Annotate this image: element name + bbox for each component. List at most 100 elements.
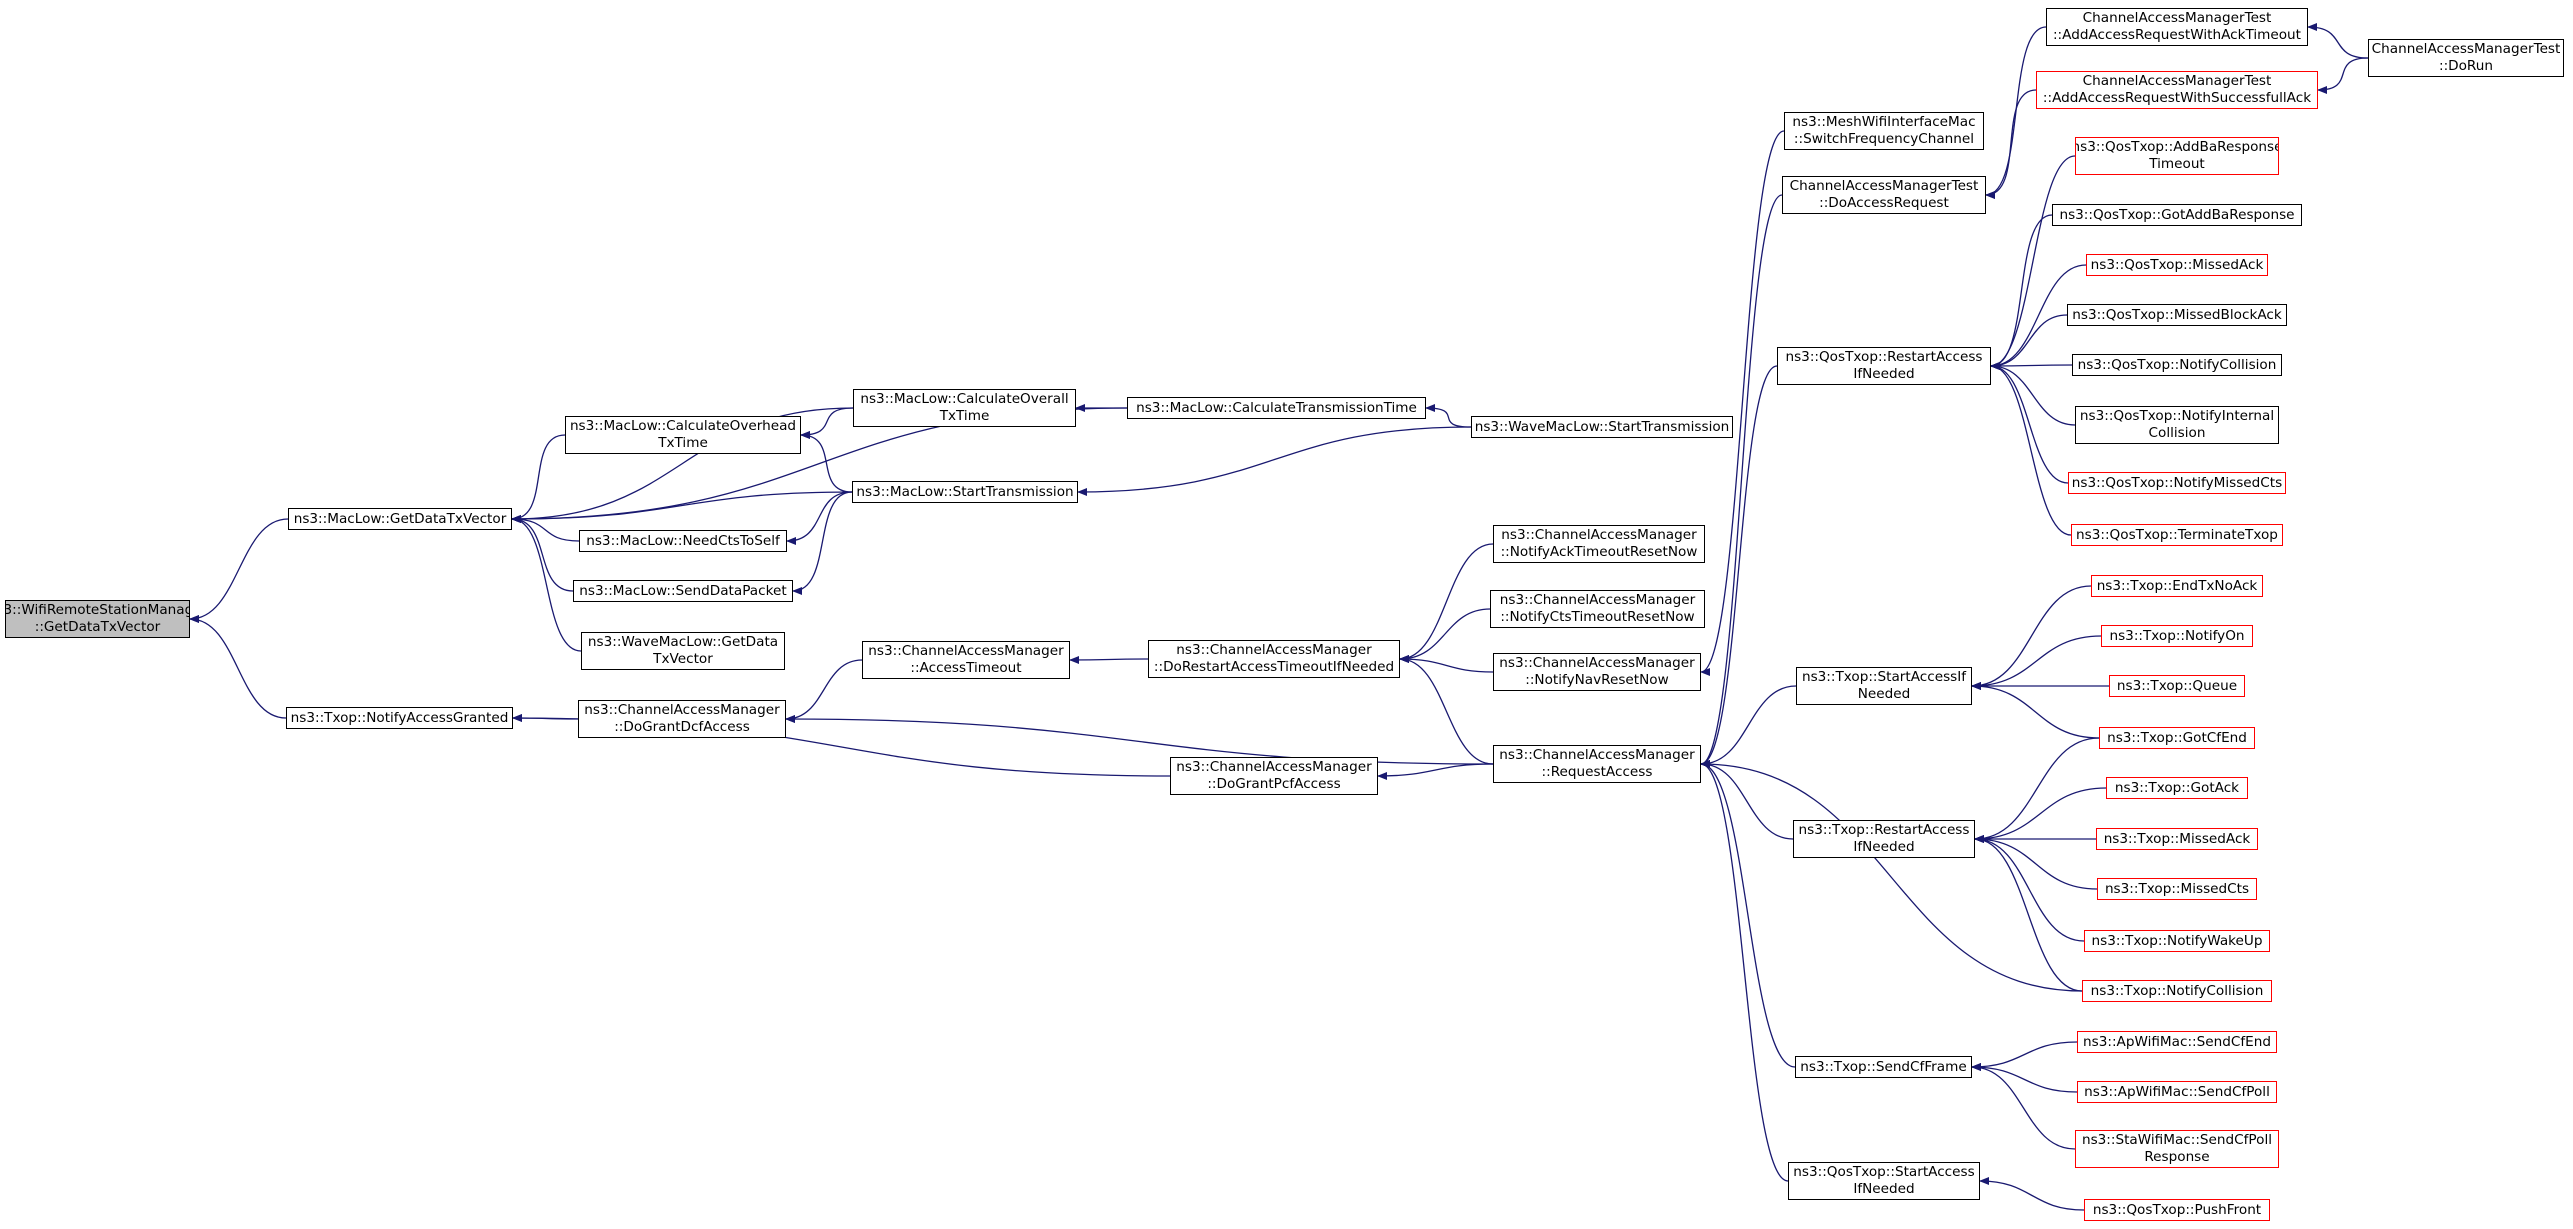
node-qostxop-gotaddbaresponse[interactable]: ns3::QosTxop::GotAddBaResponse xyxy=(2052,204,2302,226)
node-label-line2: IfNeeded xyxy=(1853,839,1915,855)
node-txop-notifyon[interactable]: ns3::Txop::NotifyOn xyxy=(2101,625,2253,647)
node-label-line2: Collision xyxy=(2148,425,2206,441)
node-label-line2: IfNeeded xyxy=(1853,366,1915,382)
node-label-line1: ns3::Txop::Queue xyxy=(2116,677,2238,694)
node-label-line1: ns3::WifiRemoteStationManager xyxy=(6,602,189,618)
node-txop-queue[interactable]: ns3::Txop::Queue xyxy=(2109,675,2245,697)
node-channelaccessmanager-notifynavresetnow[interactable]: ns3::ChannelAccessManager ::NotifyNavRes… xyxy=(1493,653,1701,691)
node-label-line1: ns3::QosTxop::StartAccess xyxy=(1793,1164,1975,1180)
node-apwifimac-sendcfend[interactable]: ns3::ApWifiMac::SendCfEnd xyxy=(2077,1031,2277,1053)
node-apwifimac-sendcfpoll[interactable]: ns3::ApWifiMac::SendCfPoll xyxy=(2077,1081,2277,1103)
node-maclow-getdatatxvector[interactable]: ns3::MacLow::GetDataTxVector xyxy=(288,508,512,530)
node-channelaccessmanagertest-doaccessrequest[interactable]: ChannelAccessManagerTest ::DoAccessReque… xyxy=(1782,176,1986,214)
node-qostxop-startaccessifneeded[interactable]: ns3::QosTxop::StartAccess IfNeeded xyxy=(1788,1162,1980,1200)
call-edge-cam_notifyack-to-cam_dorestart xyxy=(1399,543,1494,663)
node-txop-restartaccessifneeded[interactable]: ns3::Txop::RestartAccess IfNeeded xyxy=(1793,820,1975,858)
node-label-line1: ns3::ChannelAccessManager xyxy=(1499,592,1696,608)
node-qostxop-notifycollision[interactable]: ns3::QosTxop::NotifyCollision xyxy=(2072,354,2282,376)
node-label-line2: ::NotifyCtsTimeoutResetNow xyxy=(1500,609,1695,625)
call-edge-calcoveralltxtime-to-getdatatxvector xyxy=(511,407,854,523)
node-label-line1: ns3::WaveMacLow::StartTransmission xyxy=(1474,418,1730,435)
call-edge-camtest_dorun-to-camtest_addack xyxy=(2307,23,2369,59)
node-label-line1: ns3::ChannelAccessManager xyxy=(1176,759,1372,775)
node-qostxop-terminatetxop[interactable]: ns3::QosTxop::TerminateTxop xyxy=(2071,524,2283,546)
node-label-line2: TxTime xyxy=(939,408,990,424)
node-stawifimac-sendcfpollresponse[interactable]: ns3::StaWifiMac::SendCfPoll Response xyxy=(2075,1130,2279,1168)
node-txop-startaccessifneeded[interactable]: ns3::Txop::StartAccessIf Needed xyxy=(1796,667,1972,705)
node-channelaccessmanager-notifyctstimeoutresetnow[interactable]: ns3::ChannelAccessManager ::NotifyCtsTim… xyxy=(1490,590,1705,628)
node-label-line2: ::NotifyNavResetNow xyxy=(1525,672,1669,688)
node-label-line2: ::NotifyAckTimeoutResetNow xyxy=(1500,544,1698,560)
node-label-line1: ns3::MacLow::SendDataPacket xyxy=(579,582,787,599)
node-channelaccessmanager-requestaccess[interactable]: ns3::ChannelAccessManager ::RequestAcces… xyxy=(1493,745,1701,783)
node-txop-gotcfend[interactable]: ns3::Txop::GotCfEnd xyxy=(2099,727,2255,749)
node-label-line2: ::DoGrantPcfAccess xyxy=(1207,776,1341,792)
call-edge-wave_starttx-to-calctxtime xyxy=(1425,404,1472,428)
node-label-line2: TxVector xyxy=(653,651,713,667)
node-maclow-senddatapacket[interactable]: ns3::MacLow::SendDataPacket xyxy=(573,580,793,602)
node-channelaccessmanagertest-addaccessrequestwithacktimeout[interactable]: ChannelAccessManagerTest ::AddAccessRequ… xyxy=(2046,8,2308,46)
call-edge-txop_sendcfframe-to-cam_requestaccess xyxy=(1700,760,1796,1068)
node-label-line1: ChannelAccessManagerTest xyxy=(2371,41,2561,57)
node-channelaccessmanager-dograntdcfaccess[interactable]: ns3::ChannelAccessManager ::DoGrantDcfAc… xyxy=(578,700,786,738)
node-label-line1: ns3::Txop::SendCfFrame xyxy=(1800,1058,1967,1075)
node-qostxop-addbaresponsetimeout[interactable]: ns3::QosTxop::AddBaResponse Timeout xyxy=(2075,137,2279,175)
node-qostxop-pushfront[interactable]: ns3::QosTxop::PushFront xyxy=(2084,1199,2270,1221)
call-edge-camtest_addsuccack-to-camtest_doaccessreq xyxy=(1985,89,2037,199)
node-channelaccessmanager-accesstimeout[interactable]: ns3::ChannelAccessManager ::AccessTimeou… xyxy=(862,641,1070,679)
node-txop-endtxnoack[interactable]: ns3::Txop::EndTxNoAck xyxy=(2091,575,2263,597)
node-txop-missedack[interactable]: ns3::Txop::MissedAck xyxy=(2096,828,2258,850)
node-label-line1: ns3::ChannelAccessManager xyxy=(584,702,780,718)
node-label-line1: ns3::QosTxop::PushFront xyxy=(2092,1201,2262,1218)
node-label-line1: ns3::ChannelAccessManager xyxy=(1499,655,1695,671)
call-edge-txop_notifycollision-to-cam_requestaccess xyxy=(1700,760,2083,992)
node-channelaccessmanagertest-dorun[interactable]: ChannelAccessManagerTest ::DoRun xyxy=(2368,39,2564,77)
node-qostxop-notifymissedcts[interactable]: ns3::QosTxop::NotifyMissedCts xyxy=(2068,472,2286,494)
call-edge-needctstoself-to-getdatatxvector xyxy=(511,515,580,542)
call-edge-txop_notifyaccessgranted-to-root xyxy=(189,615,287,719)
node-qostxop-missedblockack[interactable]: ns3::QosTxop::MissedBlockAck xyxy=(2067,304,2287,326)
node-label-line1: ns3::MacLow::StartTransmission xyxy=(856,483,1074,500)
node-label-line1: ns3::WaveMacLow::GetData xyxy=(587,634,779,650)
node-label-line1: ns3::Txop::NotifyWakeUp xyxy=(2091,932,2263,949)
node-channelaccessmanagertest-addaccessrequestwithsuccessfullack[interactable]: ChannelAccessManagerTest ::AddAccessRequ… xyxy=(2036,71,2318,109)
node-label-line1: ns3::StaWifiMac::SendCfPoll xyxy=(2081,1132,2273,1148)
node-label-line1: ChannelAccessManagerTest xyxy=(2082,10,2272,26)
node-txop-notifycollision[interactable]: ns3::Txop::NotifyCollision xyxy=(2082,980,2272,1002)
call-edge-qos_pushfront-to-qostxop_startaccess xyxy=(1979,1177,2085,1211)
node-txop-notifywakeup[interactable]: ns3::Txop::NotifyWakeUp xyxy=(2084,930,2270,952)
call-edge-txop_missedcts-to-txop_restart xyxy=(1974,835,2098,890)
node-qostxop-missedack[interactable]: ns3::QosTxop::MissedAck xyxy=(2086,254,2268,276)
node-channelaccessmanager-dograntpcfaccess[interactable]: ns3::ChannelAccessManager ::DoGrantPcfAc… xyxy=(1170,757,1378,795)
node-meshwifiinterfacemac-switchfrequencychannel[interactable]: ns3::MeshWifiInterfaceMac ::SwitchFreque… xyxy=(1784,112,1984,150)
call-edge-cam_notifynav-to-cam_dorestart xyxy=(1399,655,1494,673)
node-label-line1: ns3::Txop::RestartAccess xyxy=(1798,822,1970,838)
node-label-line1: ns3::QosTxop::GotAddBaResponse xyxy=(2059,206,2295,223)
node-txop-gotack[interactable]: ns3::Txop::GotAck xyxy=(2106,777,2248,799)
node-txop-sendcfframe[interactable]: ns3::Txop::SendCfFrame xyxy=(1795,1056,1972,1078)
node-maclow-calculateoveralltxtime[interactable]: ns3::MacLow::CalculateOverall TxTime xyxy=(853,389,1076,427)
call-edge-qos_terminatetxop-to-qostxop_restart xyxy=(1990,362,2072,536)
node-label-line1: ns3::MacLow::CalculateTransmissionTime xyxy=(1136,399,1417,416)
node-maclow-calculateoverheadtxtime[interactable]: ns3::MacLow::CalculateOverhead TxTime xyxy=(565,416,801,454)
node-wavemaclow-starttransmission[interactable]: ns3::WaveMacLow::StartTransmission xyxy=(1471,416,1733,438)
node-maclow-starttransmission[interactable]: ns3::MacLow::StartTransmission xyxy=(852,481,1078,503)
node-maclow-needctstoself[interactable]: ns3::MacLow::NeedCtsToSelf xyxy=(579,530,787,552)
node-channelaccessmanager-notifyacktimeoutresetnow[interactable]: ns3::ChannelAccessManager ::NotifyAckTim… xyxy=(1493,525,1705,563)
call-edge-txop_restart-to-cam_requestaccess xyxy=(1700,760,1794,840)
node-maclow-calculatetransmissiontime[interactable]: ns3::MacLow::CalculateTransmissionTime xyxy=(1127,397,1426,419)
node-wavemaclow-getdatatxvector[interactable]: ns3::WaveMacLow::GetData TxVector xyxy=(581,632,785,670)
node-label-line1: ns3::Txop::EndTxNoAck xyxy=(2096,577,2258,594)
call-edge-stawifi_sendcfpollresp-to-txop_sendcfframe xyxy=(1971,1063,2076,1150)
node-qostxop-restartaccessifneeded[interactable]: ns3::QosTxop::RestartAccess IfNeeded xyxy=(1777,347,1991,385)
node-txop-missedcts[interactable]: ns3::Txop::MissedCts xyxy=(2097,878,2257,900)
call-edge-txop_notifyon-to-txop_startaccess xyxy=(1971,635,2102,690)
node-channelaccessmanager-dorestartaccesstimeoutifneeded[interactable]: ns3::ChannelAccessManager ::DoRestartAcc… xyxy=(1148,640,1400,678)
node-label-line1: ns3::QosTxop::AddBaResponse xyxy=(2075,139,2279,155)
node-label-line1: ns3::QosTxop::NotifyCollision xyxy=(2077,356,2277,373)
node-qostxop-notifyinternalcollision[interactable]: ns3::QosTxop::NotifyInternal Collision xyxy=(2075,406,2279,444)
node-txop-notifyaccessgranted[interactable]: ns3::Txop::NotifyAccessGranted xyxy=(286,707,513,729)
call-edge-getdatatxvector-to-root xyxy=(189,518,289,623)
node-label-line2: ::AddAccessRequestWithAckTimeout xyxy=(2052,27,2302,43)
node-label-line2: ::AccessTimeout xyxy=(910,660,1022,676)
